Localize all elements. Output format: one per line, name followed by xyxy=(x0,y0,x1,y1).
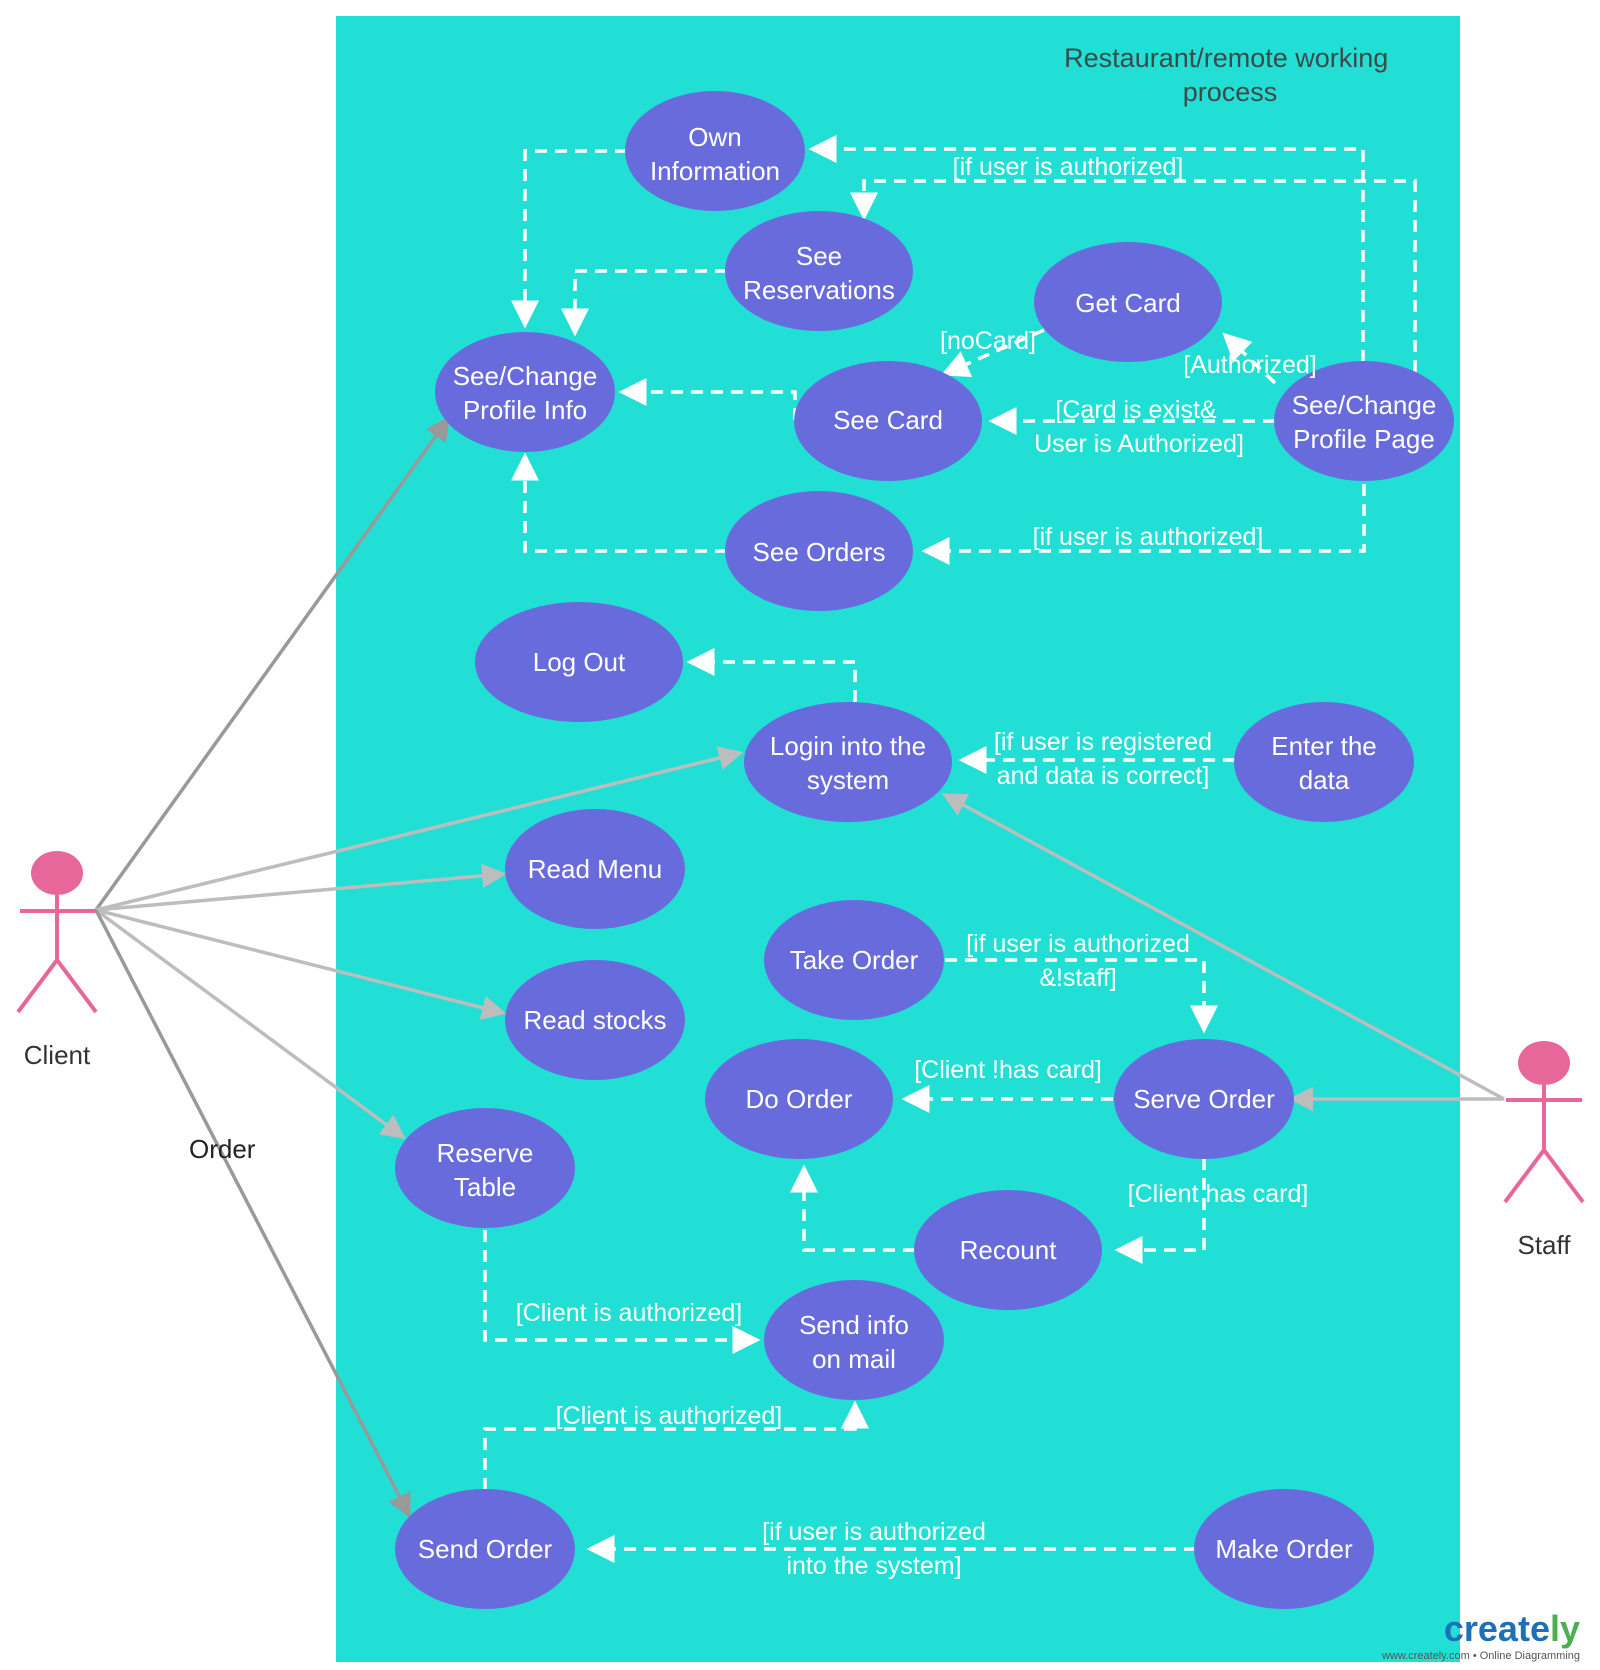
actor-client[interactable]: Client xyxy=(16,851,98,1070)
svg-text:Log Out: Log Out xyxy=(533,647,626,677)
connector-see-orders-to-profile-info xyxy=(511,452,727,553)
use-case-recount[interactable]: Recount xyxy=(914,1190,1102,1310)
guard-client-authorized-2: [Client is authorized] xyxy=(556,1402,783,1430)
guard-take-order-line1: [if user is authorized xyxy=(966,930,1190,958)
connector-reservations-to-profile-info xyxy=(561,269,727,337)
svg-text:Take Order: Take Order xyxy=(790,945,919,975)
guard-client-authorized-1: [Client is authorized] xyxy=(516,1299,743,1327)
connector-send-order-to-send-info xyxy=(483,1400,869,1490)
use-case-log-out[interactable]: Log Out xyxy=(475,602,683,722)
guard-card-exist-line1: [Card is exist& xyxy=(1055,396,1216,424)
connector-login-to-logout xyxy=(686,648,857,702)
guard-client-has-card: [Client has card] xyxy=(1128,1180,1309,1208)
actor-staff[interactable]: Staff xyxy=(1503,1041,1585,1260)
creately-logo[interactable]: creately www.creately.com • Online Diagr… xyxy=(1382,1608,1580,1662)
diagram-title: Restaurant/remote working process xyxy=(1064,43,1396,107)
connector-serve-order-to-recount xyxy=(1114,1158,1206,1264)
svg-text:Make Order: Make Order xyxy=(1215,1534,1353,1564)
guard-take-order-line2: &!staff] xyxy=(1039,964,1116,992)
connector-get-card-to-see-card xyxy=(940,328,1045,377)
svg-text:See Card: See Card xyxy=(833,405,943,435)
use-case-see-orders[interactable]: See Orders xyxy=(725,491,913,611)
use-case-make-order[interactable]: Make Order xyxy=(1194,1489,1374,1609)
use-case-serve-order[interactable]: Serve Order xyxy=(1114,1039,1294,1159)
svg-text:Do Order: Do Order xyxy=(746,1084,853,1114)
connector-see-card-to-profile-info xyxy=(618,378,797,420)
actor-client-head xyxy=(31,851,83,895)
assoc-client-login xyxy=(95,746,744,912)
actor-staff-head xyxy=(1518,1041,1570,1085)
svg-text:Recount: Recount xyxy=(960,1235,1058,1265)
assoc-staff-login xyxy=(941,793,1505,1101)
svg-text:Send Order: Send Order xyxy=(418,1534,553,1564)
guard-authorized: [Authorized] xyxy=(1183,351,1316,379)
connector-profile-page-to-see-orders xyxy=(921,484,1366,565)
connector-profile-page-to-reservations xyxy=(850,179,1417,372)
actor-client-label: Client xyxy=(24,1040,91,1070)
association-label-order: Order xyxy=(189,1134,256,1164)
use-case-see-card[interactable]: See Card xyxy=(794,361,982,481)
connector-recount-to-do-order xyxy=(790,1164,915,1252)
guard-authorized-top: [if user is authorized] xyxy=(953,153,1184,181)
use-case-read-stocks[interactable]: Read stocks xyxy=(505,960,685,1080)
svg-text:Get Card: Get Card xyxy=(1075,288,1181,318)
assoc-client-profile-info xyxy=(94,416,451,912)
creately-tagline: www.creately.com • Online Diagramming xyxy=(1381,1650,1580,1662)
associations xyxy=(94,416,1505,1519)
dashed-connectors xyxy=(483,135,1417,1563)
connector-reserve-table-to-send-info xyxy=(483,1230,761,1354)
creately-wordmark: creately xyxy=(1443,1608,1580,1649)
use-case-take-order[interactable]: Take Order xyxy=(764,900,944,1020)
connector-take-order-to-serve-order xyxy=(945,958,1218,1034)
connector-own-info-to-profile-info xyxy=(511,149,627,329)
assoc-client-send-order xyxy=(94,909,411,1519)
svg-text:See Orders: See Orders xyxy=(753,537,886,567)
svg-text:Serve Order: Serve Order xyxy=(1133,1084,1275,1114)
connector-profile-page-to-get-card xyxy=(1222,332,1277,385)
use-case-get-card[interactable]: Get Card xyxy=(1034,242,1222,362)
guard-registered-line1: [if user is registered xyxy=(994,728,1212,756)
guard-registered-line2: and data is correct] xyxy=(997,762,1210,790)
use-case-do-order[interactable]: Do Order xyxy=(705,1039,893,1159)
connector-profile-page-to-own-info xyxy=(808,135,1365,362)
guard-make-order-line1: [if user is authorized xyxy=(762,1518,986,1546)
guard-labels: [if user is authorized] [noCard] [Author… xyxy=(516,153,1317,1580)
assoc-client-reserve-table xyxy=(94,908,406,1140)
guard-client-no-card: [Client !has card] xyxy=(914,1056,1102,1084)
assoc-client-read-stocks xyxy=(95,908,507,1020)
use-case-read-menu[interactable]: Read Menu xyxy=(505,809,685,929)
guard-no-card: [noCard] xyxy=(940,327,1036,355)
assoc-client-read-menu xyxy=(95,863,507,912)
use-case-send-order[interactable]: Send Order xyxy=(395,1489,575,1609)
svg-text:Read Menu: Read Menu xyxy=(528,854,662,884)
actor-staff-label: Staff xyxy=(1517,1230,1571,1260)
guard-make-order-line2: into the system] xyxy=(786,1552,961,1580)
guard-authorized-orders: [if user is authorized] xyxy=(1033,523,1264,551)
svg-text:Read stocks: Read stocks xyxy=(523,1005,666,1035)
guard-card-exist-line2: User is Authorized] xyxy=(1034,430,1244,458)
